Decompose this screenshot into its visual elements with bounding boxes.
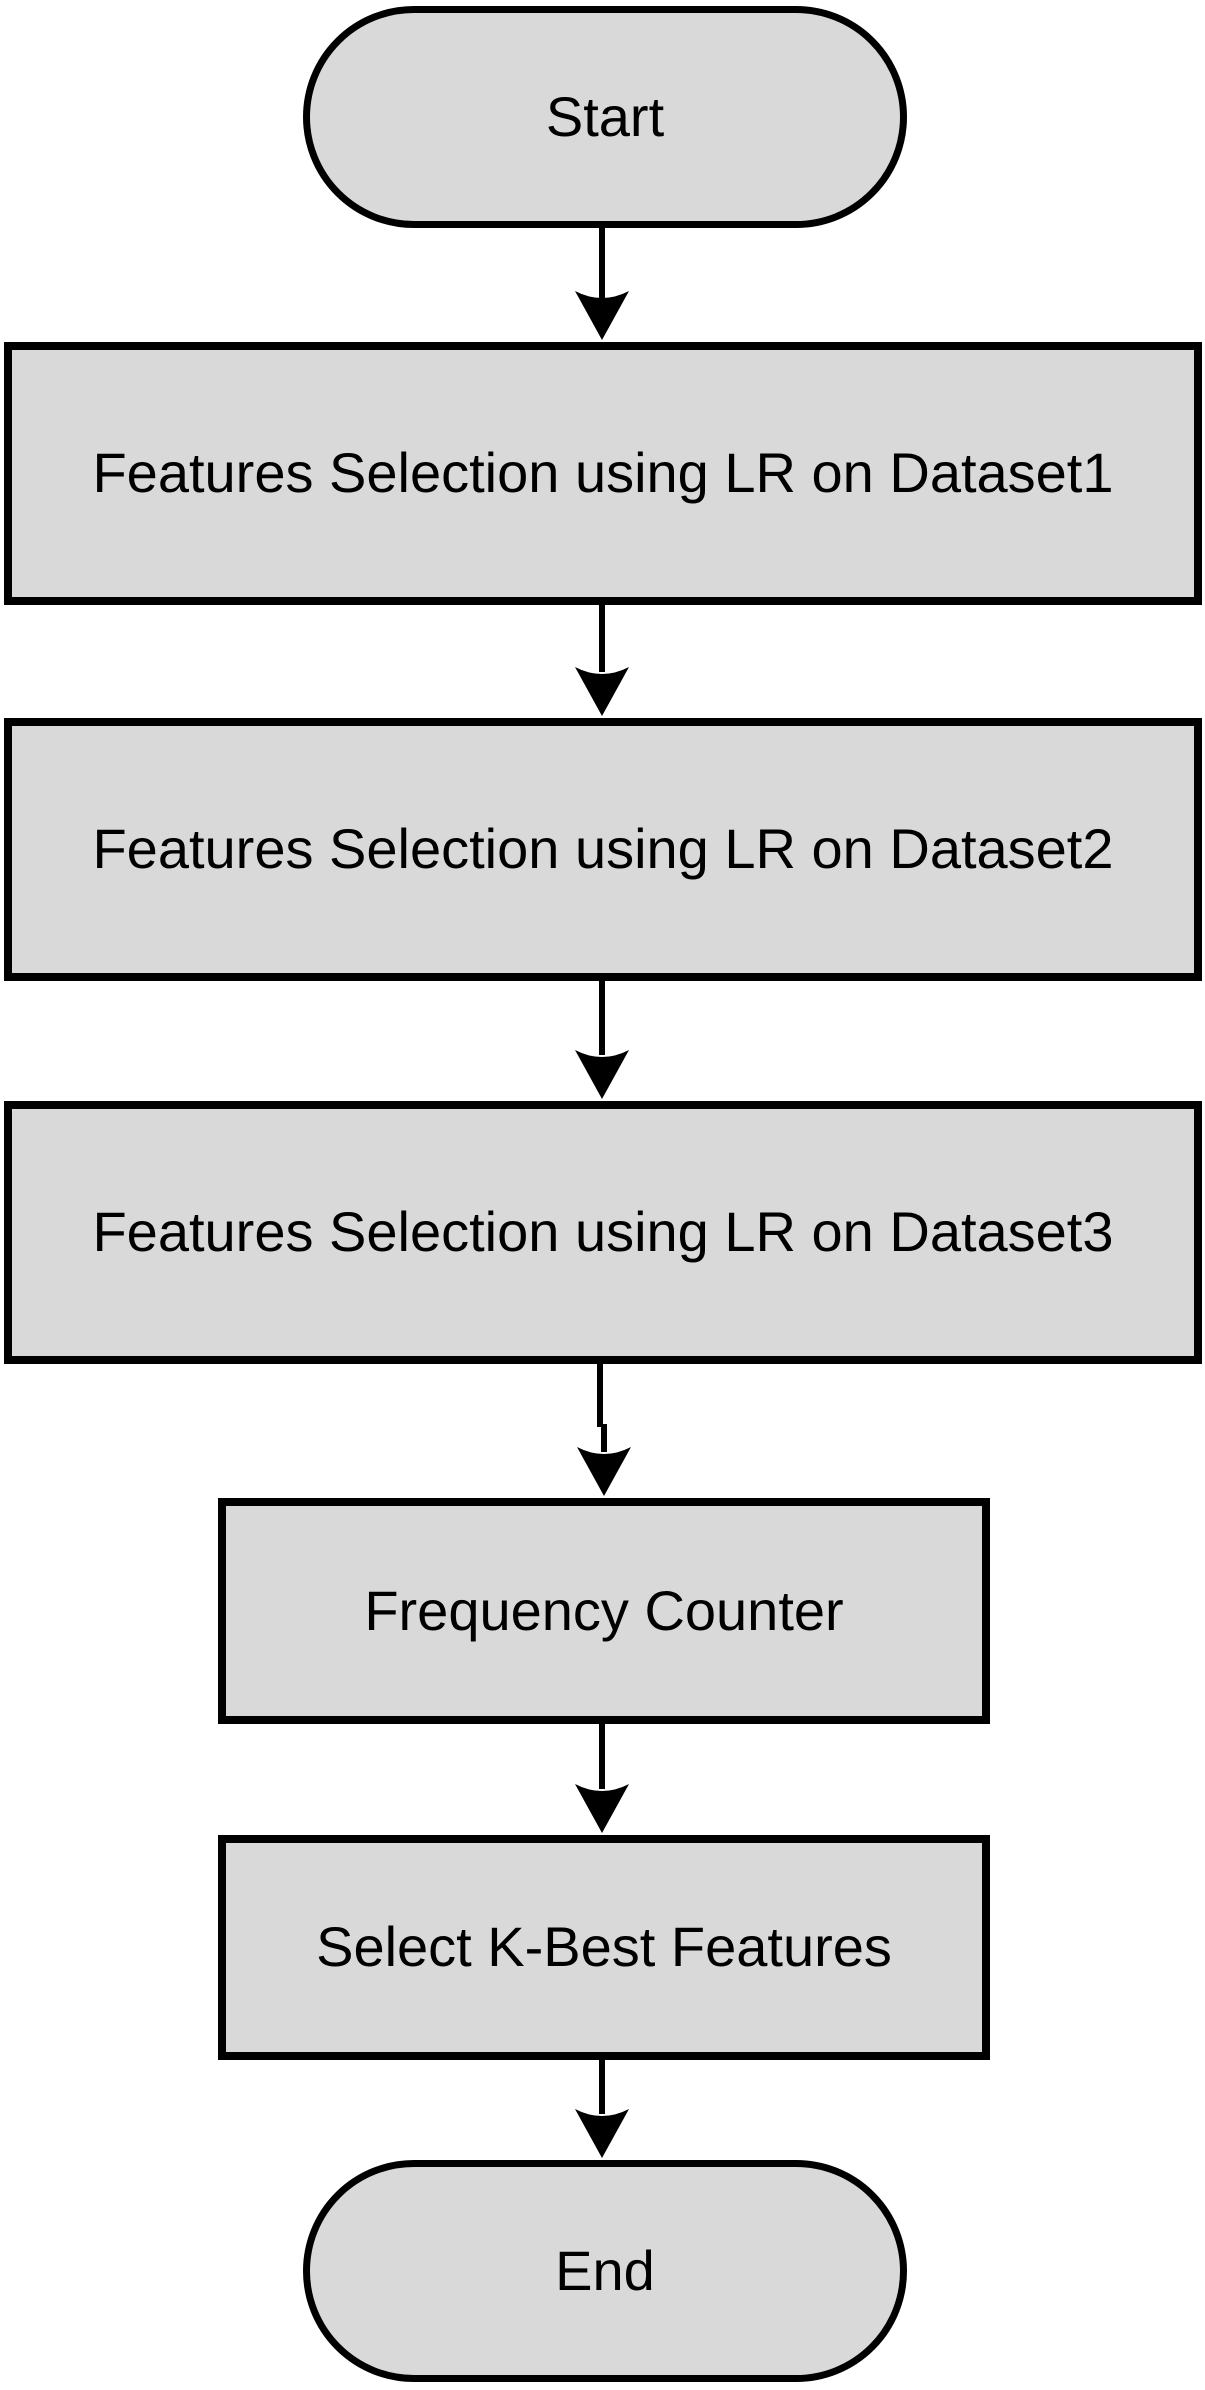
node-features-selection-dataset1-label: Features Selection using LR on Dataset1 <box>92 441 1114 505</box>
arrowhead-down-icon <box>575 1050 629 1099</box>
node-select-k-best-label: Select K-Best Features <box>316 1915 892 1979</box>
edge-dataset2-to-dataset3 <box>575 979 629 1099</box>
node-start: Start <box>303 6 907 228</box>
node-features-selection-dataset3: Features Selection using LR on Dataset3 <box>4 1101 1202 1364</box>
node-frequency-counter-label: Frequency Counter <box>364 1578 844 1642</box>
node-features-selection-dataset2: Features Selection using LR on Dataset2 <box>4 718 1202 981</box>
edge-select-k-best-to-end <box>575 2058 629 2158</box>
node-features-selection-dataset2-label: Features Selection using LR on Dataset2 <box>92 817 1114 881</box>
arrowhead-down-icon <box>577 1447 631 1496</box>
arrowhead-down-icon <box>575 667 629 716</box>
node-end: End <box>303 2160 907 2382</box>
arrowhead-down-icon <box>575 1784 629 1833</box>
edge-start-to-dataset1 <box>575 226 629 340</box>
node-end-label: End <box>555 2238 655 2302</box>
edge-dataset1-to-dataset2 <box>575 603 629 716</box>
node-features-selection-dataset3-label: Features Selection using LR on Dataset3 <box>92 1200 1114 1264</box>
arrowhead-down-icon <box>575 291 629 340</box>
edge-dataset3-to-frequency-counter <box>577 1362 631 1496</box>
node-start-label: Start <box>545 84 665 148</box>
edge-frequency-counter-to-select-k-best <box>575 1722 629 1833</box>
node-features-selection-dataset1: Features Selection using LR on Dataset1 <box>4 342 1202 605</box>
arrowhead-down-icon <box>575 2109 629 2158</box>
node-select-k-best: Select K-Best Features <box>218 1835 990 2060</box>
node-frequency-counter: Frequency Counter <box>218 1498 990 1724</box>
